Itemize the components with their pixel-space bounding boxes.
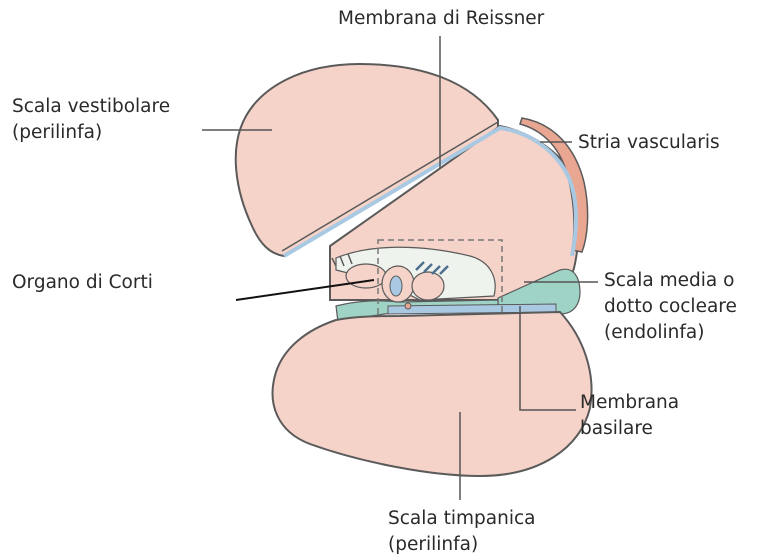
label-membrana-basilare: Membrana basilare [580, 390, 679, 442]
label-media-line3: (endolinfa) [604, 320, 737, 346]
label-scala-media: Scala media o dotto cocleare (endolinfa) [604, 268, 737, 346]
corti-cell-inner [412, 272, 444, 300]
label-basilare-line1: Membrana [580, 390, 679, 416]
corti-nerve-dot [405, 303, 411, 309]
label-scala-vestibolare: Scala vestibolare (perilinfa) [12, 94, 170, 146]
label-reissner-text: Membrana di Reissner [338, 6, 544, 32]
label-vestibolare-line1: Scala vestibolare [12, 94, 170, 120]
label-organo-di-corti: Organo di Corti [12, 270, 153, 296]
label-scala-timpanica: Scala timpanica (perilinfa) [388, 506, 535, 558]
corti-hair-cell [390, 276, 402, 296]
label-stria-text: Stria vascularis [578, 130, 720, 156]
label-basilare-line2: basilare [580, 416, 679, 442]
label-vestibolare-line2: (perilinfa) [12, 120, 170, 146]
label-media-line1: Scala media o [604, 268, 737, 294]
label-corti-text: Organo di Corti [12, 270, 153, 296]
label-stria-vascularis: Stria vascularis [578, 130, 720, 156]
label-timpanica-line2: (perilinfa) [388, 532, 535, 558]
label-membrana-di-reissner: Membrana di Reissner [338, 6, 544, 32]
label-timpanica-line1: Scala timpanica [388, 506, 535, 532]
label-media-line2: dotto cocleare [604, 294, 737, 320]
scala-timpanica-shape [273, 312, 592, 476]
corti-cell-outer [346, 264, 386, 288]
